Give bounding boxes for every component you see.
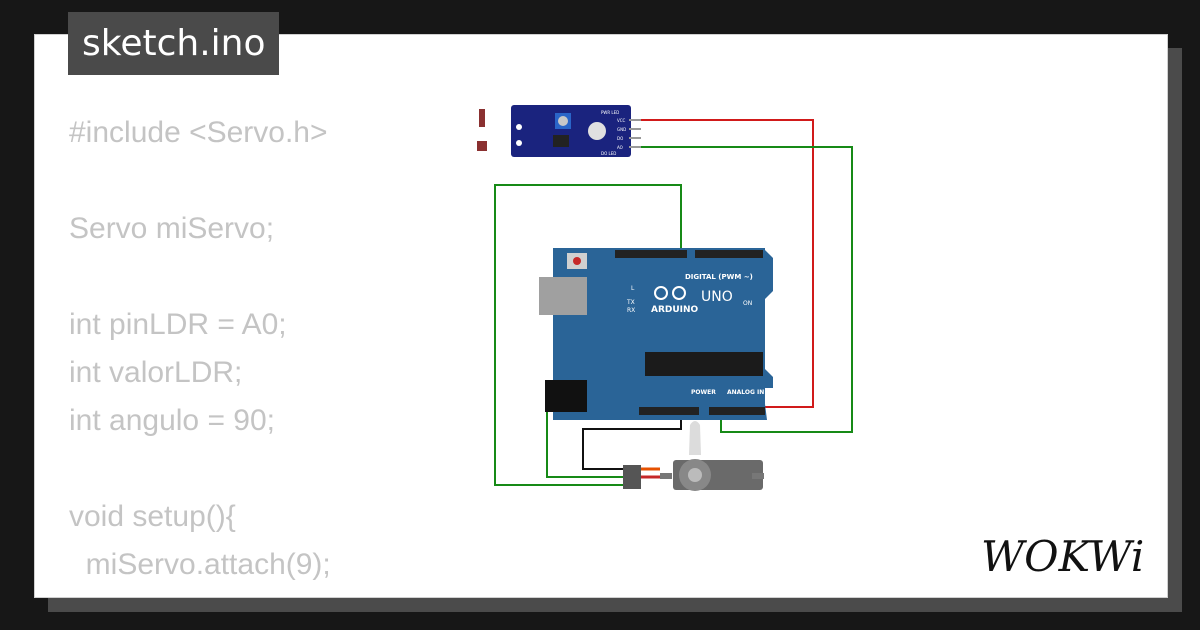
circuit-diagram: PWR LED DO LED VCC GND DO AO	[477, 105, 853, 491]
wokwi-logo: WOKWi	[981, 532, 1144, 581]
power-header	[639, 407, 699, 415]
pin-label-gnd: GND	[617, 127, 626, 132]
led-label-do: DO LED	[601, 151, 616, 156]
photoresistor	[479, 109, 485, 127]
analog-label: ANALOG IN	[727, 389, 764, 396]
code-line: Servo miServo;	[69, 212, 275, 245]
usb-port	[539, 277, 587, 315]
on-label: ON	[743, 300, 752, 307]
code-line: miServo.attach(9);	[69, 548, 331, 581]
code-line: int angulo = 90;	[69, 404, 276, 437]
power-jack	[545, 380, 587, 412]
wokwi-logo-text: WOKWi	[981, 532, 1144, 581]
led-label-rx: RX	[627, 307, 635, 314]
model-label: UNO	[701, 289, 733, 305]
code-line	[69, 157, 331, 205]
servo-horn	[689, 421, 701, 455]
pin-label-ao: AO	[617, 145, 623, 150]
power-label: POWER	[691, 389, 716, 396]
code-line: void setup(){	[69, 500, 236, 533]
microcontroller-chip	[645, 352, 763, 376]
code-line	[69, 253, 331, 301]
code-line	[69, 445, 331, 493]
arduino-infinity-logo	[654, 286, 686, 300]
led-label-pwr: PWR LED	[601, 110, 619, 115]
led-label-l: L	[631, 285, 635, 292]
analog-header	[709, 407, 765, 415]
pin-label-vcc: VCC	[617, 118, 626, 123]
digital-label: DIGITAL (PWM ~)	[685, 273, 753, 281]
green-wire-pin9[interactable]	[494, 184, 682, 486]
digital-header-right	[695, 250, 763, 258]
servo-connector	[623, 465, 641, 489]
digital-header-left	[615, 250, 687, 258]
arduino-uno-board[interactable]: DIGITAL (PWM ~) ARDUINO UNO POWER ANALOG…	[539, 248, 773, 420]
led-label-tx: TX	[626, 299, 635, 306]
brand-label: ARDUINO	[651, 305, 699, 315]
project-card: #include <Servo.h> Servo miServo; int pinL…	[34, 34, 1168, 598]
ldr-sensor-module[interactable]: PWR LED DO LED VCC GND DO AO	[477, 105, 641, 157]
sketch-filename: sketch.ino	[68, 12, 280, 75]
pin-label-do: DO	[617, 136, 623, 141]
code-line: }	[69, 589, 331, 597]
code-line: #include <Servo.h>	[69, 116, 328, 149]
code-preview: #include <Servo.h> Servo miServo; int pinL…	[69, 109, 331, 597]
servo-motor[interactable]	[623, 421, 764, 491]
code-line: int valorLDR;	[69, 356, 243, 389]
code-line: int pinLDR = A0;	[69, 308, 287, 341]
